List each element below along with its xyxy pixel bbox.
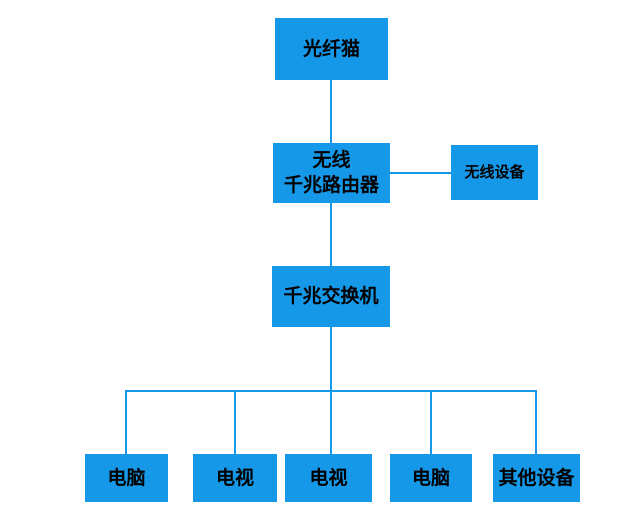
connector-modem-router xyxy=(330,80,332,143)
connector-bus-other-devices xyxy=(535,390,537,454)
connector-switch-bus xyxy=(330,327,332,391)
connector-bus-computer-2 xyxy=(430,390,432,454)
node-computer-2: 电脑 xyxy=(390,454,472,502)
connector-bus-tv-2 xyxy=(330,390,332,454)
node-wireless-device: 无线设备 xyxy=(451,145,538,200)
node-computer-1: 电脑 xyxy=(85,454,168,502)
connector-bus-tv-1 xyxy=(234,390,236,454)
connector-router-wireless xyxy=(390,172,451,174)
node-tv-1: 电视 xyxy=(193,454,277,502)
node-wireless-router: 无线 千兆路由器 xyxy=(273,143,390,203)
node-fiber-modem: 光纤猫 xyxy=(275,18,388,80)
connector-router-switch xyxy=(330,203,332,266)
node-other-devices: 其他设备 xyxy=(493,454,580,502)
node-tv-2: 电视 xyxy=(285,454,372,502)
node-gigabit-switch: 千兆交换机 xyxy=(272,266,390,327)
connector-bus-computer-1 xyxy=(125,390,127,454)
